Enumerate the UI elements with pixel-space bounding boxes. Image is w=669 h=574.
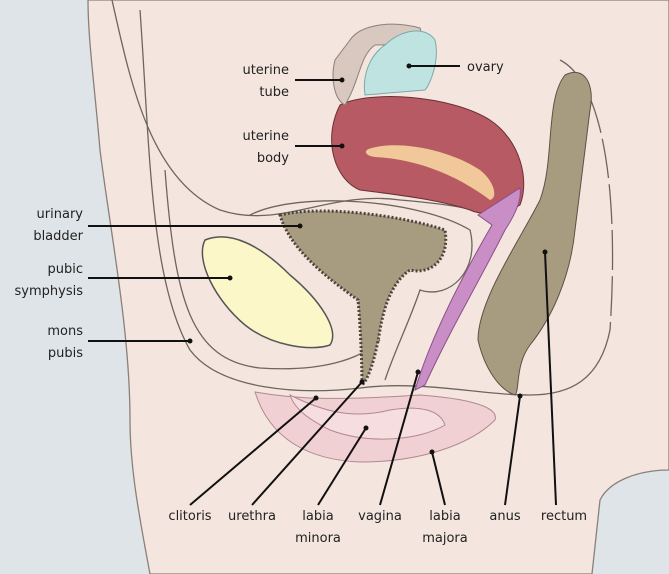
label-text: urinary [37, 207, 84, 222]
label-urethra: urethra [228, 379, 365, 524]
label-text: clitoris [168, 509, 211, 524]
label-uterine-tube: uterine tube [242, 63, 345, 100]
leader-dot [297, 223, 303, 229]
label-clitoris: clitoris [168, 395, 319, 524]
label-text: minora [295, 531, 341, 546]
leader-line [317, 427, 367, 506]
label-text: rectum [541, 509, 587, 524]
label-pubic-symphysis: pubic symphysis [15, 262, 233, 299]
leader-dot [339, 143, 345, 149]
leader-dot [187, 338, 193, 344]
leader-dot [406, 63, 412, 69]
leader-line [189, 397, 317, 506]
label-text: uterine [242, 129, 289, 144]
leader-dot [363, 425, 369, 431]
label-text: labia [429, 509, 460, 524]
label-vagina: vagina [358, 369, 421, 524]
inner-pelvic-outline [164, 169, 381, 370]
label-anus: anus [489, 393, 523, 524]
label-text: vagina [358, 509, 402, 524]
label-rectum: rectum [541, 249, 587, 524]
leader-line [379, 371, 419, 506]
label-labia-majora: labia majora [422, 449, 468, 546]
label-text: pubic [47, 262, 83, 277]
vagina-shape [414, 187, 521, 391]
urinary-bladder-shape [278, 209, 448, 389]
label-text: body [257, 151, 289, 166]
bladder-sac-outline [249, 200, 473, 381]
label-urinary-bladder: urinary bladder [33, 207, 303, 244]
rectum-shape [477, 72, 592, 396]
leader-dot [339, 77, 345, 83]
leader-line [544, 251, 557, 506]
leader-line [431, 451, 446, 506]
label-text: labia [302, 509, 333, 524]
label-text: mons [47, 324, 83, 339]
label-text: ovary [467, 60, 504, 75]
leader-dot [227, 275, 233, 281]
label-text: symphysis [15, 284, 84, 299]
label-text: pubis [48, 346, 83, 361]
pelvic-floor-outline [139, 9, 611, 396]
label-uterine-body: uterine body [242, 129, 345, 166]
uterine-tube-shape [332, 23, 422, 106]
leader-dot [429, 449, 435, 455]
leader-line [504, 395, 521, 506]
label-text: majora [422, 531, 468, 546]
ovary-shape [363, 30, 437, 96]
label-text: urethra [228, 509, 276, 524]
peritoneum-outline [111, 0, 501, 221]
label-mons-pubis: mons pubis [47, 324, 193, 361]
leader-dot [517, 393, 523, 399]
label-text: tube [259, 85, 289, 100]
leader-dot [415, 369, 421, 375]
leader-line [251, 381, 363, 506]
label-ovary: ovary [406, 60, 504, 75]
leader-dot [313, 395, 319, 401]
leader-dot [359, 379, 365, 385]
pubic-symphysis-shape [201, 236, 334, 349]
label-text: bladder [33, 229, 83, 244]
label-text: anus [489, 509, 520, 524]
uterine-cavity-shape [365, 145, 495, 200]
leader-dot [542, 249, 548, 255]
label-labia-minora: labia minora [295, 425, 369, 546]
label-text: uterine [242, 63, 289, 78]
